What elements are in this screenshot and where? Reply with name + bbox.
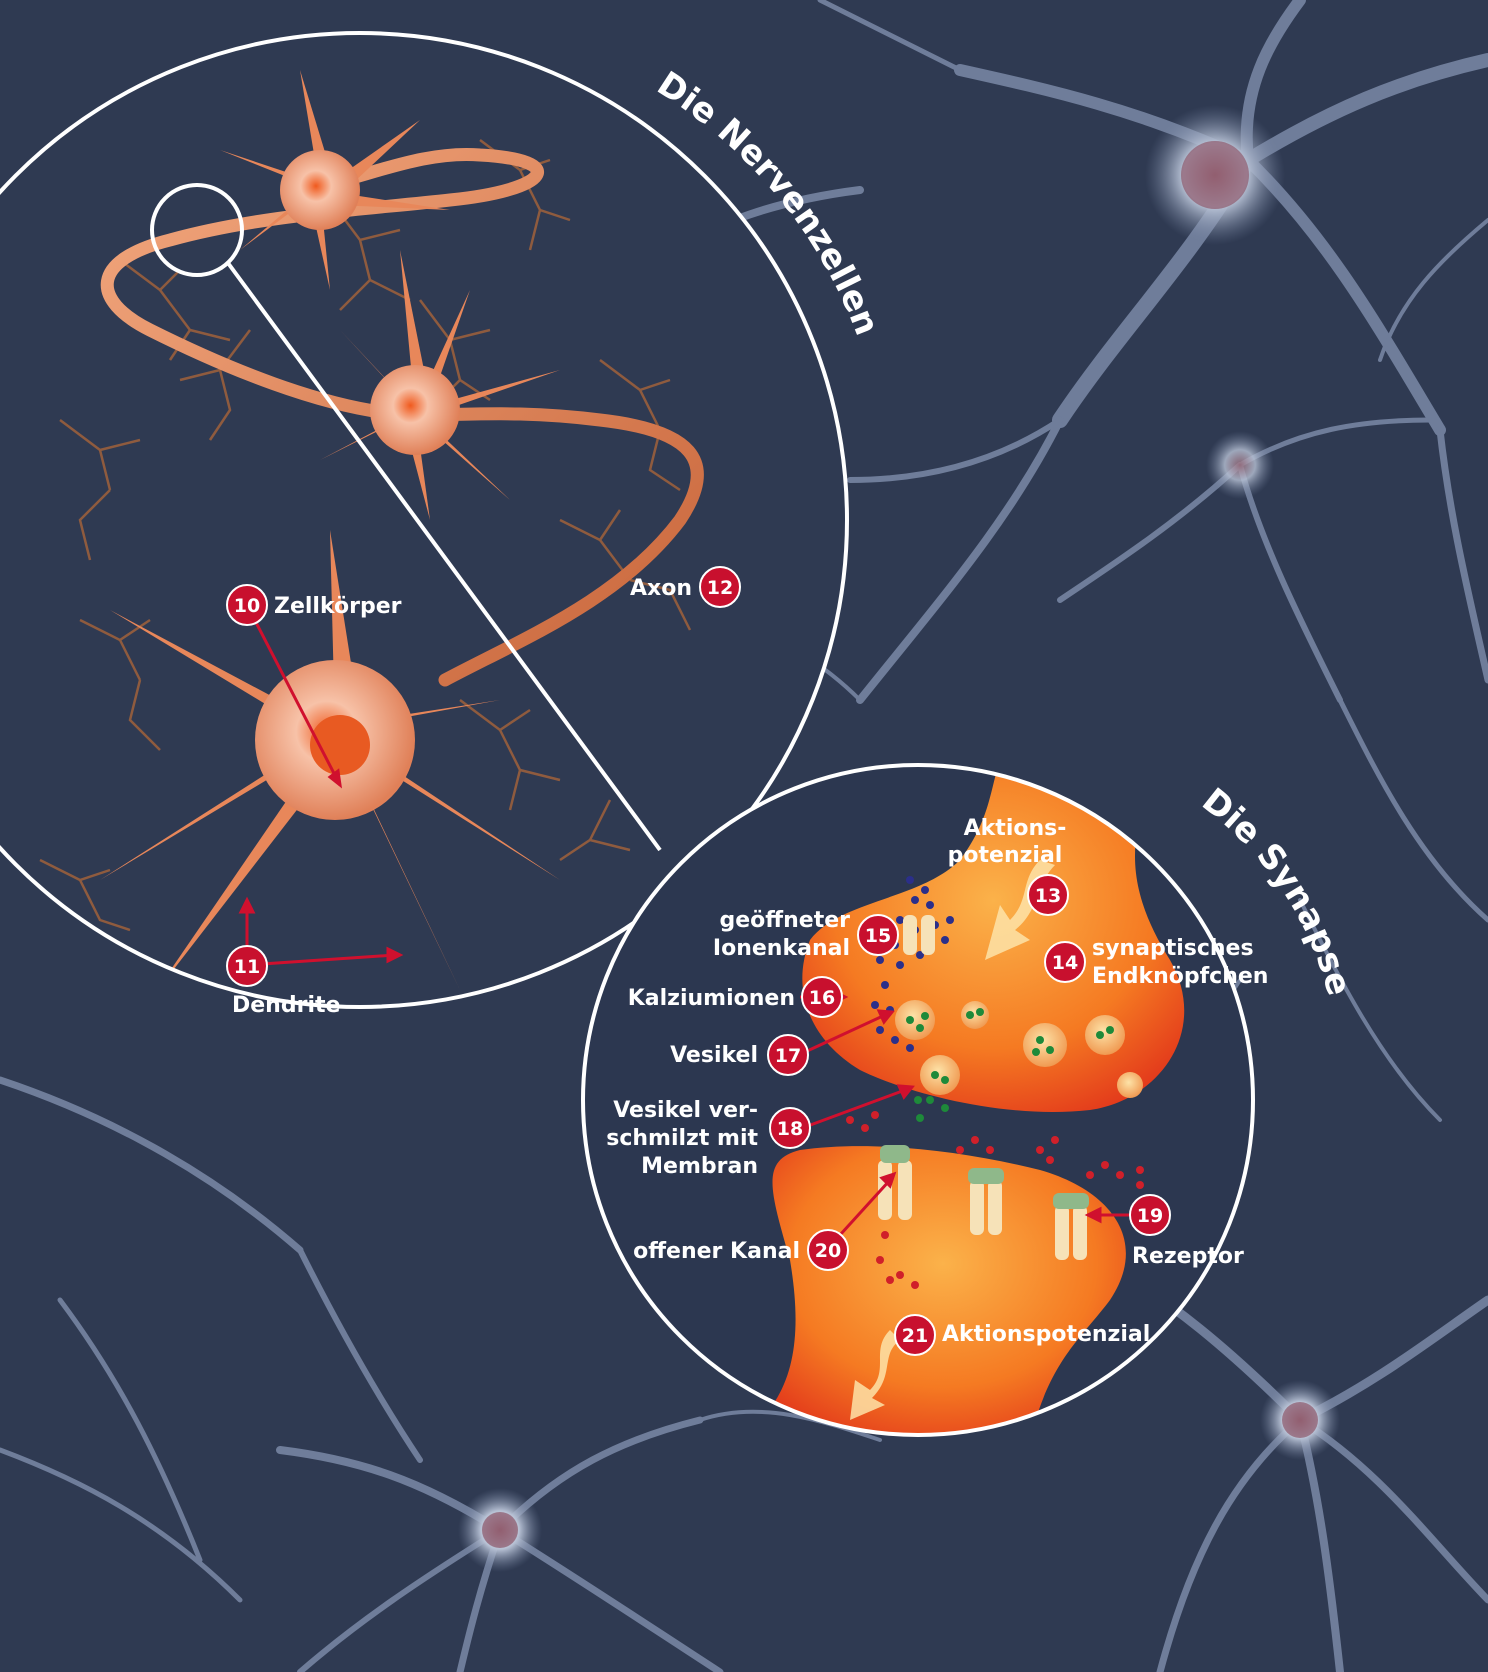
badge-21: 21 [902,1325,928,1347]
label-vesikel-verschmilzt-line2: schmilzt mit [606,1126,758,1151]
label-axon: Axon [630,576,692,601]
badge-10: 10 [234,595,260,617]
label-rezeptor: Rezeptor [1132,1244,1244,1269]
label-aktionspotenzial-pre-line1: Aktions- [964,816,1067,841]
badge-17: 17 [775,1045,801,1067]
badge-12: 12 [707,577,733,599]
label-offener-kanal: offener Kanal [633,1239,800,1264]
label-zellkoerper: Zellkörper [274,594,402,619]
label-kalziumionen: Kalziumionen [628,986,795,1011]
label-synaptisches-line2: Endknöpfchen [1092,964,1268,989]
label-vesikel-verschmilzt-line1: Vesikel ver- [613,1098,758,1123]
label-aktionspotenzial-post: Aktionspotenzial [942,1322,1150,1347]
label-ionenkanal-line2: Ionenkanal [713,936,850,961]
badge-15: 15 [865,925,891,947]
badge-16: 16 [809,987,835,1009]
label-ionenkanal-line1: geöffneter [720,908,851,933]
label-aktionspotenzial-pre-line2: potenzial [948,843,1063,868]
badge-20: 20 [815,1240,841,1262]
label-dendrite: Dendrite [232,993,340,1018]
badge-18: 18 [777,1118,803,1140]
badge-11: 11 [234,956,260,978]
label-vesikel-verschmilzt-line3: Membran [641,1154,758,1179]
badge-19: 19 [1137,1205,1163,1227]
label-vesikel: Vesikel [670,1043,758,1068]
badge-13: 13 [1035,885,1061,907]
label-synaptisches-line1: synaptisches [1092,936,1254,961]
badge-14: 14 [1052,952,1078,974]
